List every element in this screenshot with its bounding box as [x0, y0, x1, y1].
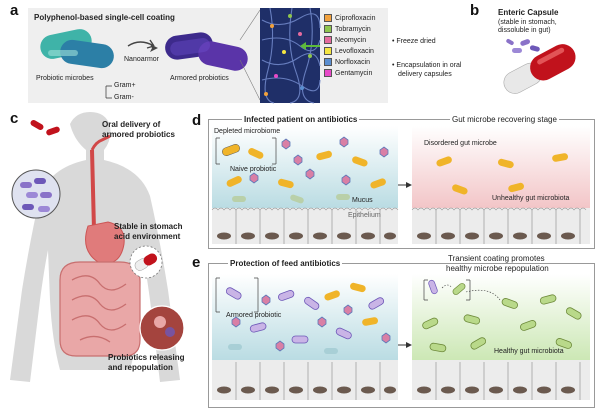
panel-e-label: e [192, 254, 201, 271]
legend-gentamycin: Gentamycin [324, 69, 372, 77]
armored-probiotic-label: Armored probiotic [226, 312, 282, 319]
panel-d-left-title: Infected patient on antibiotics [242, 115, 360, 124]
legend-ciprofloxacin: Ciprofloxacin [324, 14, 375, 22]
capsule-sub1: (stable in stomach, [498, 19, 557, 26]
unhealthy-label: Unhealthy gut microbiota [492, 195, 570, 202]
capsule-title: Enteric Capsule [498, 8, 559, 17]
capsule-sub2: dissoluble in gut) [498, 27, 551, 34]
panel-e-box [208, 263, 595, 408]
panel-d-right-microbes [436, 153, 569, 195]
legend-tobramycin: Tobramycin [324, 25, 371, 33]
step-encapsulation-2: delivery capsules [398, 71, 452, 78]
panel-e-right-title1: Transient coating promotes [446, 254, 547, 263]
legend-levofloxacin: Levofloxacin [324, 47, 374, 55]
panel-e-right-title2: healthy microbe repopulation [446, 264, 549, 273]
nanoarmor-label: Nanoarmor [124, 56, 160, 63]
panel-d-label: d [192, 112, 202, 129]
panel-a-label: a [10, 2, 19, 19]
legend-neomycin: Neomycin [324, 36, 366, 44]
mucus-label: Mucus [352, 197, 373, 204]
panel-d-left-microbes [222, 144, 386, 204]
panel-e-left-title: Protection of feed antibiotics [228, 259, 343, 268]
epithelium-left [211, 207, 399, 244]
legend-norfloxacin: Norfloxacin [324, 58, 370, 66]
panel-d-right-title: Gut microbe recovering stage [450, 115, 559, 124]
panel-c-label: c [10, 110, 19, 127]
healthy-label: Healthy gut microbiota [494, 348, 564, 355]
epithelium-label: Epithelium [348, 212, 381, 219]
armored-label: Armored probiotics [170, 75, 229, 82]
panel-b-label: b [470, 2, 480, 19]
depleted-label: Depleted microbiome [214, 128, 281, 135]
step-encapsulation: • Encapsulation in oral [392, 62, 462, 69]
armored-probiotics [165, 32, 248, 71]
epithelium-right [411, 207, 590, 244]
intestines [59, 261, 141, 357]
probiotic-microbes [40, 29, 114, 69]
gram-positive-label: Gram+ [114, 82, 136, 89]
panel-d-box [208, 119, 595, 249]
step-freeze-dried: • Freeze dried [392, 38, 436, 45]
probiotic-label: Probiotic microbes [36, 75, 94, 82]
naive-probiotic-label: Naive probiotic [230, 166, 277, 173]
gram-negative-label: Gram- [114, 94, 134, 101]
disordered-label: Disordered gut microbe [424, 140, 497, 147]
panel-a-title: Polyphenol-based single-cell coating [34, 13, 175, 22]
